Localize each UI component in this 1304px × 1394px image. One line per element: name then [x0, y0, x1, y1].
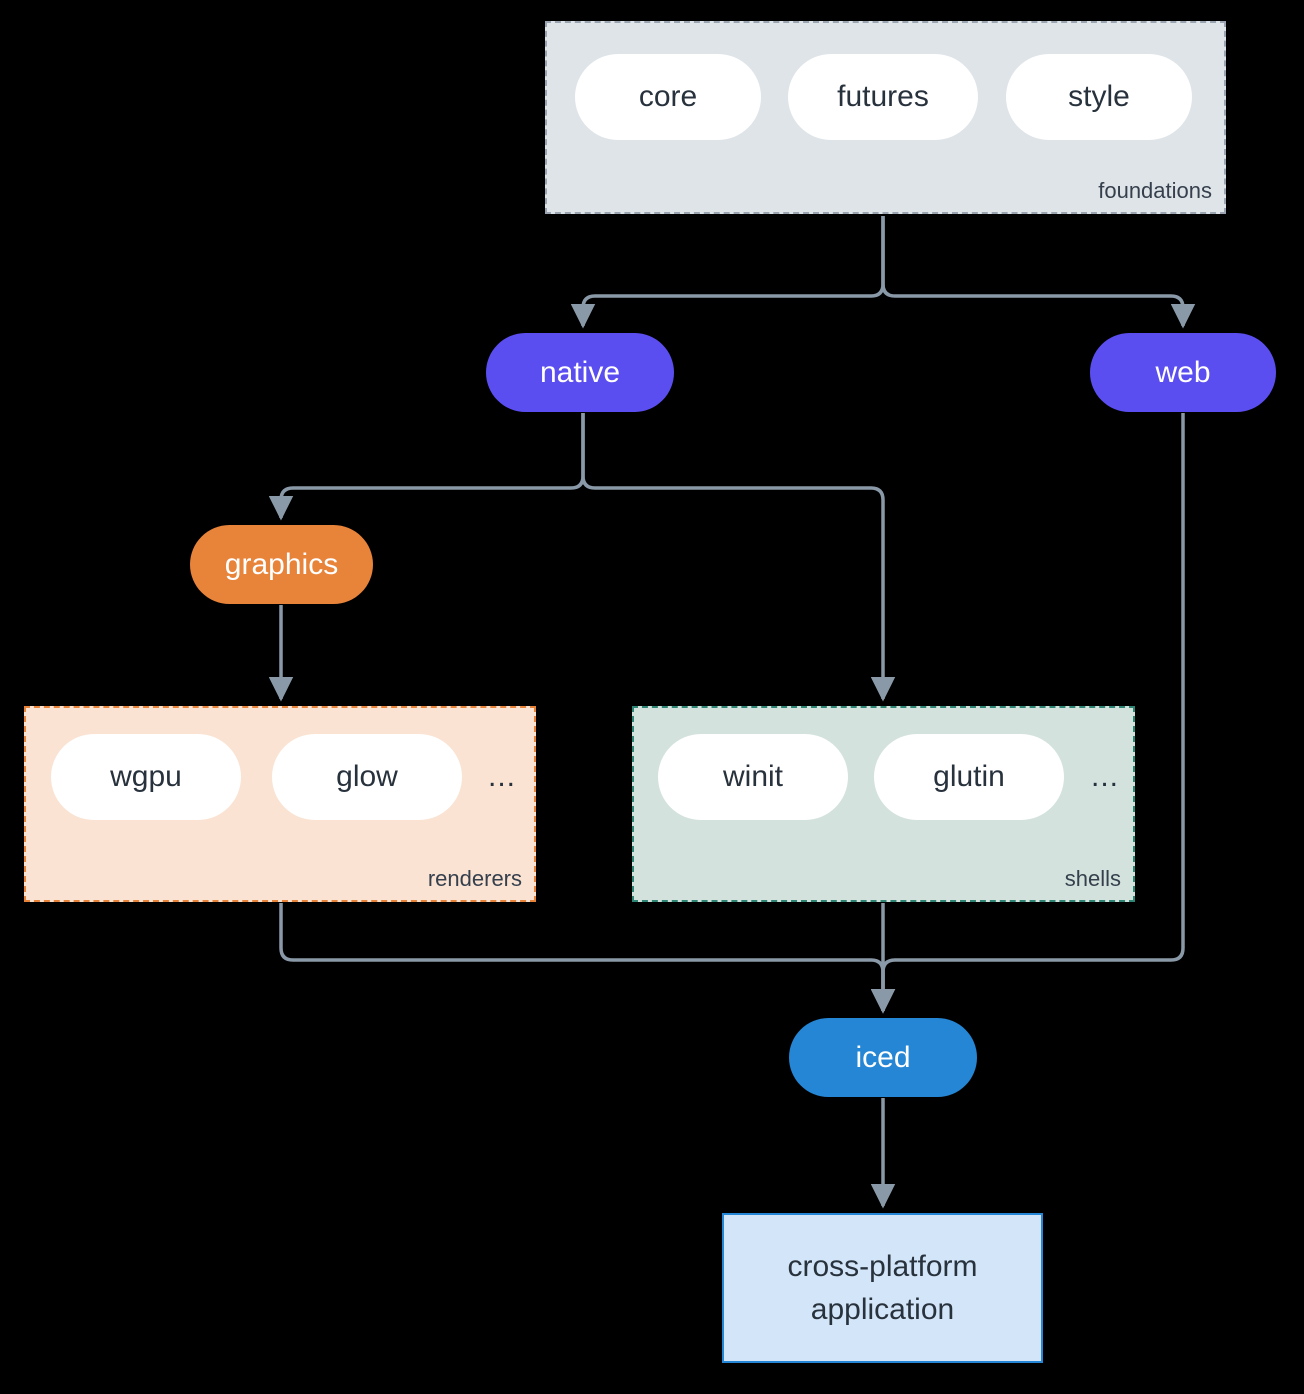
cluster-foundations: core futures style foundations: [545, 21, 1226, 214]
cluster-renderers: wgpu glow ... renderers: [24, 706, 536, 902]
node-cross-platform-application[interactable]: cross-platform application: [722, 1213, 1043, 1363]
node-native[interactable]: native: [486, 333, 674, 412]
edge-foundations-web: [881, 216, 1196, 329]
node-web[interactable]: web: [1090, 333, 1276, 412]
shells-pill-group: winit glutin ...: [634, 708, 1133, 900]
node-graphics[interactable]: graphics: [190, 525, 373, 604]
renderers-pill-group: wgpu glow ...: [26, 708, 534, 900]
cluster-label-foundations: foundations: [1098, 178, 1212, 203]
edge-foundations-native: [570, 216, 885, 329]
edge-renderers-iced: [279, 903, 896, 1014]
pill-glow[interactable]: glow: [272, 734, 462, 820]
application-label-line2: application: [810, 1293, 955, 1326]
pill-wgpu[interactable]: wgpu: [51, 734, 241, 820]
foundations-pill-group: core futures style: [547, 23, 1224, 212]
application-label-line1: cross-platform: [787, 1249, 978, 1283]
edge-native-shells: [581, 413, 896, 702]
pill-style[interactable]: style: [1006, 54, 1192, 140]
pill-core[interactable]: core: [575, 54, 761, 140]
pill-futures[interactable]: futures: [788, 54, 978, 140]
pill-glutin[interactable]: glutin: [874, 734, 1064, 820]
renderers-ellipsis: ...: [487, 760, 516, 793]
shells-ellipsis: ...: [1090, 760, 1119, 793]
cluster-label-renderers: renderers: [427, 866, 522, 891]
cluster-label-shells: shells: [1064, 866, 1121, 891]
edge-native-graphics: [268, 413, 585, 521]
node-iced[interactable]: iced: [789, 1018, 977, 1097]
cluster-shells: winit glutin ... shells: [632, 706, 1135, 902]
pill-winit[interactable]: winit: [658, 734, 848, 820]
